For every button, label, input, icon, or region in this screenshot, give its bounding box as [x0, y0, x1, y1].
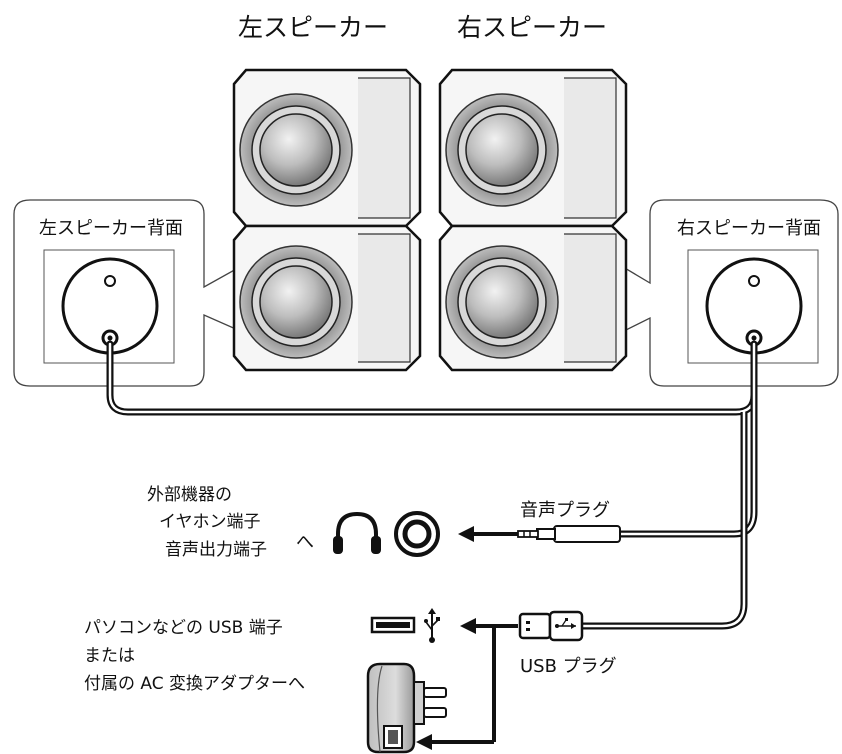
- audio-jack-icon: [394, 511, 440, 557]
- audio-arrow-word: へ: [296, 532, 314, 553]
- audio-destination-line-3: 音声出力端子: [165, 540, 267, 560]
- audio-destination-line-1: 外部機器の: [147, 485, 232, 505]
- usb-destination-line-3: 付属の AC 変換アダプターへ: [84, 674, 306, 694]
- left-speaker: [232, 68, 422, 372]
- right-speaker-title: 右スピーカー: [457, 13, 608, 42]
- usb-arrows: [416, 618, 518, 750]
- usb-plug-icon: [518, 610, 584, 642]
- audio-destination-line-2: イヤホン端子: [159, 512, 261, 532]
- ac-adapter-icon: [366, 662, 447, 754]
- usb-symbol-icon: [424, 608, 440, 643]
- usb-cable: [580, 412, 748, 630]
- usb-destination-line-1: パソコンなどの USB 端子: [84, 618, 283, 638]
- usb-port-icon: [370, 616, 416, 634]
- left-speaker-title: 左スピーカー: [238, 13, 389, 42]
- right-speaker: [438, 68, 628, 372]
- usb-plug-label: USB プラグ: [520, 656, 617, 677]
- right-back-panel-label: 右スピーカー背面: [677, 218, 821, 239]
- usb-destination-line-2: または: [84, 646, 135, 666]
- right-back-panel: [617, 199, 839, 387]
- audio-plug-label: 音声プラグ: [520, 500, 610, 521]
- left-back-panel-label: 左スピーカー背面: [39, 218, 183, 239]
- headphones-icon: [333, 511, 381, 554]
- audio-cable: [620, 344, 758, 538]
- audio-plug-icon: [517, 525, 621, 543]
- audio-arrow: [458, 526, 518, 542]
